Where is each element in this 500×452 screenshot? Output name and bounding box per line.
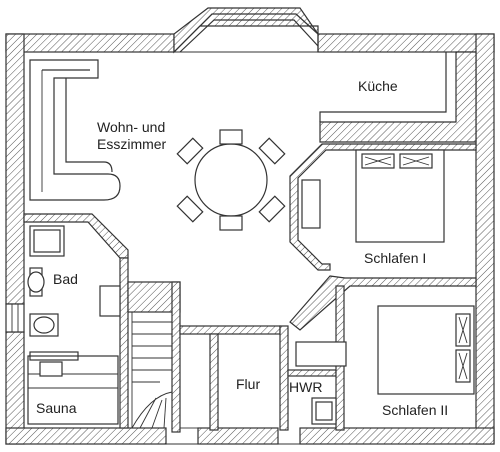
room-labels: Wohn- und Esszimmer Küche Schlafen I Sch… [36,78,448,418]
sofa [29,59,121,201]
dining-table [176,129,286,231]
living-room-label-line2: Esszimmer [97,136,167,152]
bedroom-1-label: Schlafen I [364,250,426,266]
outer-walls [5,33,495,445]
utility-room-label: HWR [289,379,322,395]
hall-label: Flur [236,376,260,392]
bed-1 [355,149,445,243]
staircase [131,312,211,429]
kitchen-counter [319,52,447,122]
bay-window [173,7,319,54]
bath-fixtures [27,225,121,361]
kitchen-label: Küche [358,78,398,94]
living-room-label-line1: Wohn- und [97,119,165,135]
bath-label: Bad [53,271,78,287]
sauna-room [27,355,119,425]
bedroom-2-label: Schlafen II [382,402,448,418]
wardrobe-1 [301,179,321,229]
bed-2 [377,305,475,395]
sauna-label: Sauna [36,400,77,416]
left-windows [5,303,25,333]
hwr-fixtures [295,341,347,425]
interior-walls [23,51,477,433]
